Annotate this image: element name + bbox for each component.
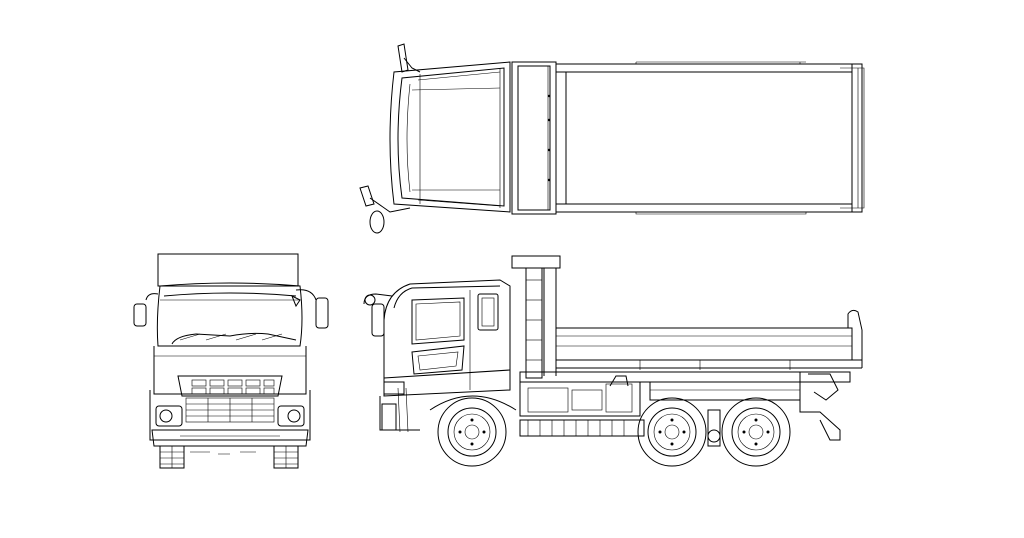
side-cab — [379, 279, 511, 433]
top-cab — [389, 61, 511, 213]
front-view — [133, 253, 329, 469]
front-grille — [177, 375, 283, 423]
front-bumper — [151, 429, 309, 455]
side-headboard — [511, 255, 561, 379]
side-mirror — [363, 293, 393, 337]
front-headlight-left — [155, 405, 183, 427]
side-window — [411, 297, 465, 345]
front-tire-left — [159, 445, 185, 469]
front-mirror-left — [133, 293, 159, 327]
front-tire-right — [273, 445, 299, 469]
side-view — [363, 255, 863, 467]
top-headboard — [511, 61, 557, 215]
top-view — [359, 43, 865, 234]
side-rear-mudflap — [707, 409, 721, 447]
side-chassis — [519, 371, 851, 447]
side-rear-wheel-2 — [721, 397, 791, 467]
front-headlight-right — [277, 405, 305, 427]
side-rear-window — [477, 293, 499, 331]
front-mirror-right — [291, 289, 329, 329]
side-rear-wheel-1 — [637, 397, 707, 467]
top-mirror-lower — [359, 185, 411, 234]
side-dump-body — [556, 309, 863, 370]
front-dump-body-top — [157, 253, 299, 287]
top-dump-body — [555, 61, 865, 215]
top-mirror-upper — [397, 43, 421, 73]
side-front-wheel — [429, 395, 517, 467]
